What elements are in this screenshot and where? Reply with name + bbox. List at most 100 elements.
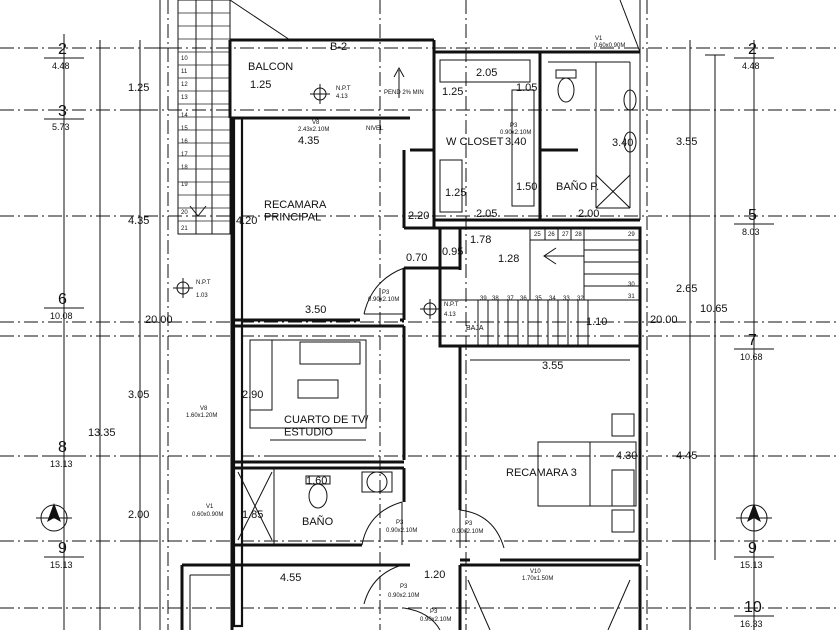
svg-text:8.03: 8.03 [742,227,760,237]
svg-text:3.55: 3.55 [676,136,697,148]
stair-step-label: 12 [181,82,188,88]
room-label-tv-room: CUARTO DE TV/ESTUDIO [284,414,369,439]
room-label-walk-in-closet: W CLOSET [446,136,504,148]
level-marker: N.P.T 4.13 [310,84,351,104]
svg-text:1.85: 1.85 [242,509,263,521]
svg-text:30: 30 [628,282,635,288]
svg-text:3.40: 3.40 [505,136,526,148]
svg-text:1.60x1.20M: 1.60x1.20M [186,413,217,419]
svg-text:1.05: 1.05 [516,82,537,94]
note-rail: NIVEL [366,126,384,132]
svg-text:2: 2 [748,41,757,58]
svg-text:35: 35 [535,296,542,302]
svg-text:V8: V8 [200,406,208,412]
svg-text:N.P.T: N.P.T [196,280,211,286]
svg-text:0.90x2.10M: 0.90x2.10M [452,529,483,535]
level-marker: N.P.T 1.03 [173,278,211,299]
stair-step-label: 17 [181,152,188,158]
north-arrow-icon [736,503,772,532]
svg-text:1.60: 1.60 [306,475,327,487]
svg-text:10.65: 10.65 [700,303,728,315]
sink-icon [623,131,637,153]
svg-text:4.48: 4.48 [52,61,70,71]
axis-marker: 9 15.13 [44,540,84,570]
axis-marker: 9 15.13 [734,540,774,570]
svg-text:4.30: 4.30 [616,450,637,462]
svg-text:5: 5 [748,207,757,224]
svg-text:1.70x1.50M: 1.70x1.50M [522,576,553,582]
axis-marker: 5 8.03 [734,207,774,237]
left-stair: 10 11 12 13 14 15 16 17 18 19 20 21 [177,0,231,235]
svg-text:V1: V1 [595,36,603,42]
stair-step-label: 13 [181,95,188,101]
stair-step-label: 14 [181,113,188,119]
fixtures [305,69,637,509]
svg-text:0.90x2.10M: 0.90x2.10M [500,130,531,136]
svg-text:15.13: 15.13 [50,560,73,570]
svg-text:0.70: 0.70 [406,252,427,264]
svg-text:1.78: 1.78 [470,234,491,246]
dimension-lines [63,0,755,630]
room-label-bedroom-3: RECAMARA 3 [506,467,577,479]
sink-icon [366,471,388,493]
level-marker: N.P.T 4.13 [420,299,459,319]
svg-text:10.68: 10.68 [740,352,763,362]
stair-step-label: 11 [181,69,188,75]
svg-text:6: 6 [58,291,67,308]
svg-text:0.95: 0.95 [442,246,463,258]
opening-labels: V1 0.60x0.90M V8 2.43x2.10M P3 0.90x2.10… [186,36,625,623]
svg-text:2.00: 2.00 [578,208,599,220]
stair-step-label: 10 [181,56,188,62]
svg-text:27: 27 [562,232,569,238]
svg-text:15.13: 15.13 [740,560,763,570]
svg-text:9: 9 [748,540,757,557]
svg-text:N.P.T: N.P.T [336,86,351,92]
svg-text:32: 32 [577,296,584,302]
svg-text:2.43x2.10M: 2.43x2.10M [298,127,329,133]
svg-text:0.60x0.90M: 0.60x0.90M [594,43,625,49]
svg-text:4.13: 4.13 [336,94,348,100]
axis-marker: 3 5.73 [44,103,84,132]
svg-text:0.60x0.90M: 0.60x0.90M [192,512,223,518]
svg-text:3: 3 [58,103,67,120]
svg-text:38: 38 [492,296,499,302]
svg-text:10.08: 10.08 [50,311,73,321]
svg-text:2.90: 2.90 [242,389,263,401]
note-slope: PEND 2% MIN [384,90,424,96]
stair-step-label: 15 [181,126,188,132]
axis-marker: 6 10.08 [44,291,84,321]
svg-text:4.48: 4.48 [742,61,760,71]
svg-text:20.00: 20.00 [650,314,678,326]
svg-text:P3: P3 [510,123,518,129]
room-label-bathroom: BAÑO [302,515,334,528]
svg-text:29: 29 [628,232,635,238]
svg-text:2: 2 [58,41,67,58]
svg-text:8: 8 [58,439,67,456]
svg-text:2.20: 2.20 [408,210,429,222]
svg-text:2.05: 2.05 [476,67,497,79]
svg-text:1.03: 1.03 [196,293,208,299]
toilet-icon [557,77,575,103]
doors [361,267,505,630]
room-label-master-bath: BAÑO P. [556,180,599,193]
north-arrow-icon [36,503,72,532]
svg-text:4.13: 4.13 [444,312,456,318]
toilet-icon [308,483,328,509]
svg-text:4.35: 4.35 [128,215,149,227]
svg-text:4.45: 4.45 [676,450,697,462]
axis-marker: 8 13.13 [44,439,84,469]
svg-text:V8: V8 [312,120,320,126]
svg-text:3.50: 3.50 [305,304,326,316]
svg-text:13.35: 13.35 [88,427,116,439]
svg-text:P3: P3 [396,520,404,526]
axis-markers-right: 2 4.48 5 8.03 7 10.68 9 15.13 10 16.33 [734,41,774,629]
axis-marker: 7 10.68 [734,332,774,362]
svg-text:1.25: 1.25 [445,187,466,199]
svg-text:4.20: 4.20 [236,215,257,227]
stair-step-label: 20 [181,210,188,216]
room-label-balcony: BALCON [248,61,293,73]
svg-text:3.55: 3.55 [542,360,563,372]
svg-text:0.90x2.10M: 0.90x2.10M [420,617,451,623]
svg-text:1.10: 1.10 [586,316,607,328]
